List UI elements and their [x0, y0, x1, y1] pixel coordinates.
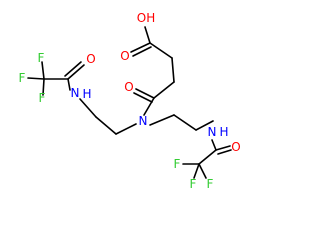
- bond-acid-c-oh: [144, 26, 151, 44]
- bond-right-ch2-ch2: [173, 114, 197, 131]
- bond-amide-c-o-1: [135, 88, 155, 99]
- bond-left-cf3-f-left: [27, 77, 45, 80]
- bond-left-c-o-2: [64, 61, 82, 77]
- bond-left-c-o-1: [67, 64, 85, 80]
- atom-right-carbonyl-o: O: [231, 140, 240, 154]
- bond-right-cf3-f-bl: [193, 163, 200, 179]
- bond-acid-c-o-2: [132, 46, 152, 57]
- bond-right-c-o-1: [215, 145, 231, 151]
- bonds: [27, 26, 232, 179]
- atom-left-f-top: F: [38, 51, 45, 65]
- bond-ch2-amide-c: [153, 81, 175, 99]
- bond-right-ch2-nh: [195, 120, 214, 131]
- atom-right-f-left: F: [174, 157, 181, 171]
- molecule-structure: OH O O N O N H F F F N H O F F F: [19, 11, 241, 191]
- bond-left-ch2-ch2: [95, 116, 117, 135]
- atom-amide-o: O: [124, 80, 133, 94]
- bond-left-cf3-f-bottom: [42, 78, 45, 96]
- bond-right-c-o-2: [217, 149, 232, 155]
- bond-right-nh-c: [211, 139, 217, 151]
- bond-left-ch2-nh: [79, 98, 97, 118]
- bond-right-c-cf3: [198, 149, 217, 165]
- atom-left-f-bottom: F: [39, 91, 46, 105]
- bond-left-cf3-f-top: [41, 61, 45, 80]
- bond-amide-c-o-2: [133, 92, 153, 103]
- bond-n-left-ch2: [115, 123, 137, 135]
- bond-amide-c-n: [143, 97, 155, 116]
- atom-right-f-bottom-right: F: [207, 177, 214, 191]
- bond-ch2-ch2: [171, 57, 175, 83]
- atom-right-nh-h: H: [219, 125, 228, 139]
- atom-acid-carbonyl-o: O: [120, 49, 129, 63]
- bond-left-nh-c: [67, 78, 71, 91]
- bond-n-right-ch2: [149, 114, 175, 126]
- atom-left-carbonyl-o: O: [86, 52, 95, 66]
- atom-left-nh-n: N: [71, 86, 80, 100]
- atom-left-nh-h: H: [82, 87, 91, 101]
- atom-central-n: N: [139, 114, 148, 128]
- bond-acid-c-o-1: [130, 42, 151, 53]
- atom-acid-oh: OH: [137, 11, 155, 25]
- atom-right-f-bottom-left: F: [190, 177, 197, 191]
- bond-acid-c-ch2: [149, 42, 173, 59]
- atom-labels: OH O O N O N H F F F N H O F F F: [19, 11, 241, 191]
- atom-left-f-left: F: [19, 71, 26, 85]
- bond-right-cf3-f-br: [198, 163, 207, 179]
- atom-right-nh-n: N: [208, 125, 217, 139]
